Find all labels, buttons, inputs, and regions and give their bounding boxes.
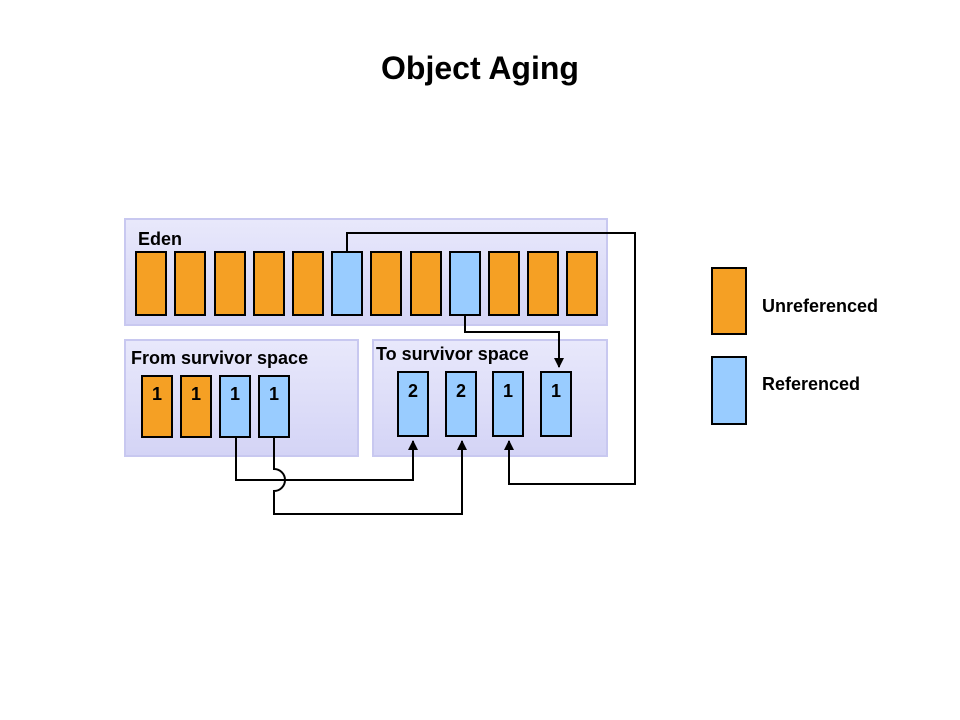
legend-referenced-swatch: [711, 356, 747, 425]
eden-object-6: [331, 251, 363, 316]
eden-label: Eden: [138, 229, 183, 249]
to-survivor-label: To survivor space: [376, 344, 529, 364]
from-object-4: 1: [258, 375, 290, 438]
eden-object-3: [214, 251, 246, 316]
eden-object-7: [370, 251, 402, 316]
eden-object-4: [253, 251, 285, 316]
legend-unreferenced-swatch: [711, 267, 747, 335]
from-object-3: 1: [219, 375, 251, 438]
eden-object-11: [527, 251, 559, 316]
from-to-survivor-link-a: [235, 438, 418, 481]
eden-object-8: [410, 251, 442, 316]
to-object-3: 1: [492, 371, 524, 437]
to-object-2: 2: [445, 371, 477, 437]
eden-to-survivor-link-b: [464, 316, 564, 368]
eden-object-2: [174, 251, 206, 316]
eden-object-12: [566, 251, 598, 316]
page-title: Object Aging: [381, 50, 579, 86]
legend-unreferenced-label: Unreferenced: [762, 296, 879, 316]
from-survivor-label: From survivor space: [131, 348, 309, 368]
eden-to-survivor-link-a: [346, 232, 636, 485]
to-object-1: 2: [397, 371, 429, 437]
from-object-2: 1: [180, 375, 212, 438]
eden-object-10: [488, 251, 520, 316]
eden-object-5: [292, 251, 324, 316]
from-to-survivor-link-b: [273, 438, 467, 515]
to-object-4: 1: [540, 371, 572, 437]
legend-referenced-label: Referenced: [762, 374, 861, 394]
eden-object-1: [135, 251, 167, 316]
from-object-1: 1: [141, 375, 173, 438]
eden-object-9: [449, 251, 481, 316]
